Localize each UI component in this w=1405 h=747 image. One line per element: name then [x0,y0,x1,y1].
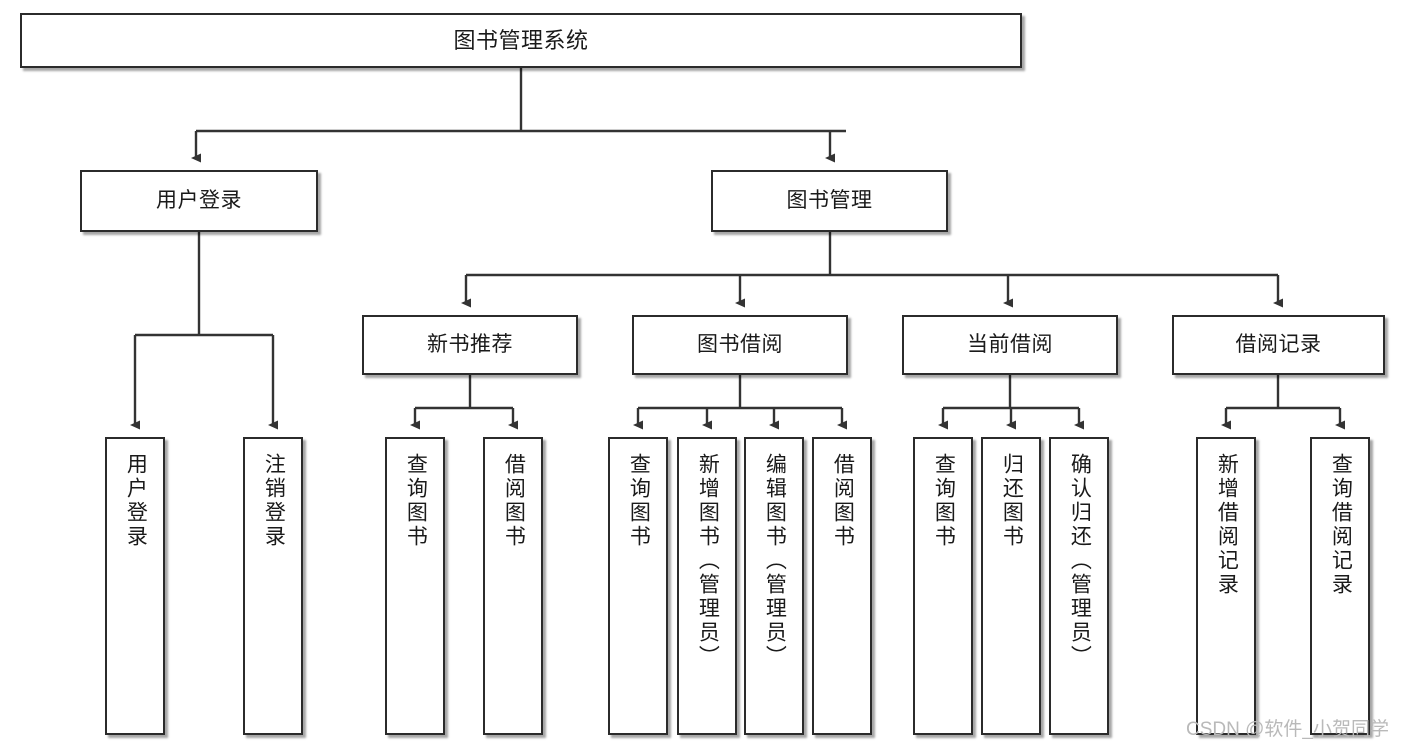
leaf-add-borrow-record[interactable]: 新增借阅记录 [1196,437,1256,735]
node-label: 查询图书 [932,453,956,549]
leaf-borrow-book[interactable]: 借阅图书 [812,437,872,735]
node-label: 查询借阅记录 [1329,453,1353,597]
leaf-query-borrow-record[interactable]: 查询借阅记录 [1310,437,1370,735]
node-label: 查询图书 [627,453,651,549]
node-book-borrow[interactable]: 图书借阅 [632,315,848,375]
node-root-system[interactable]: 图书管理系统 [20,13,1022,68]
leaf-query-book-borrow[interactable]: 查询图书 [608,437,668,735]
leaf-return-book[interactable]: 归还图书 [981,437,1041,735]
node-label: 新书推荐 [427,332,513,356]
leaf-query-book-current[interactable]: 查询图书 [913,437,973,735]
node-borrow-record[interactable]: 借阅记录 [1172,315,1385,375]
leaf-add-book-admin[interactable]: 新增图书（管理员） [677,437,737,735]
node-new-book-recommend[interactable]: 新书推荐 [362,315,578,375]
watermark-text: CSDN @软件_小贺同学 [1186,719,1389,740]
node-label: 确认归还（管理员） [1068,453,1092,669]
node-label: 借阅记录 [1235,332,1322,356]
leaf-borrow-book-new[interactable]: 借阅图书 [483,437,543,735]
node-label: 借阅图书 [502,453,526,549]
node-label: 用户登录 [156,188,242,212]
node-label: 新增图书（管理员） [696,453,720,669]
node-label: 图书管理 [786,188,873,212]
leaf-edit-book-admin[interactable]: 编辑图书（管理员） [744,437,804,735]
node-current-borrow[interactable]: 当前借阅 [902,315,1118,375]
node-book-management[interactable]: 图书管理 [711,170,948,232]
leaf-user-logout[interactable]: 注销登录 [243,437,303,735]
node-label: 借阅图书 [831,453,855,549]
node-label: 查询图书 [404,453,428,549]
node-label: 归还图书 [1000,453,1024,549]
node-label: 编辑图书（管理员） [763,453,787,669]
node-label: 图书管理系统 [453,27,589,53]
node-label: 图书借阅 [697,332,783,356]
node-user-login[interactable]: 用户登录 [80,170,318,232]
node-label: 注销登录 [262,453,286,549]
leaf-user-login[interactable]: 用户登录 [105,437,165,735]
leaf-confirm-return-admin[interactable]: 确认归还（管理员） [1049,437,1109,735]
leaf-query-book-new[interactable]: 查询图书 [385,437,445,735]
node-label: 新增借阅记录 [1215,453,1239,597]
node-label: 用户登录 [124,453,148,549]
node-label: 当前借阅 [967,332,1053,356]
